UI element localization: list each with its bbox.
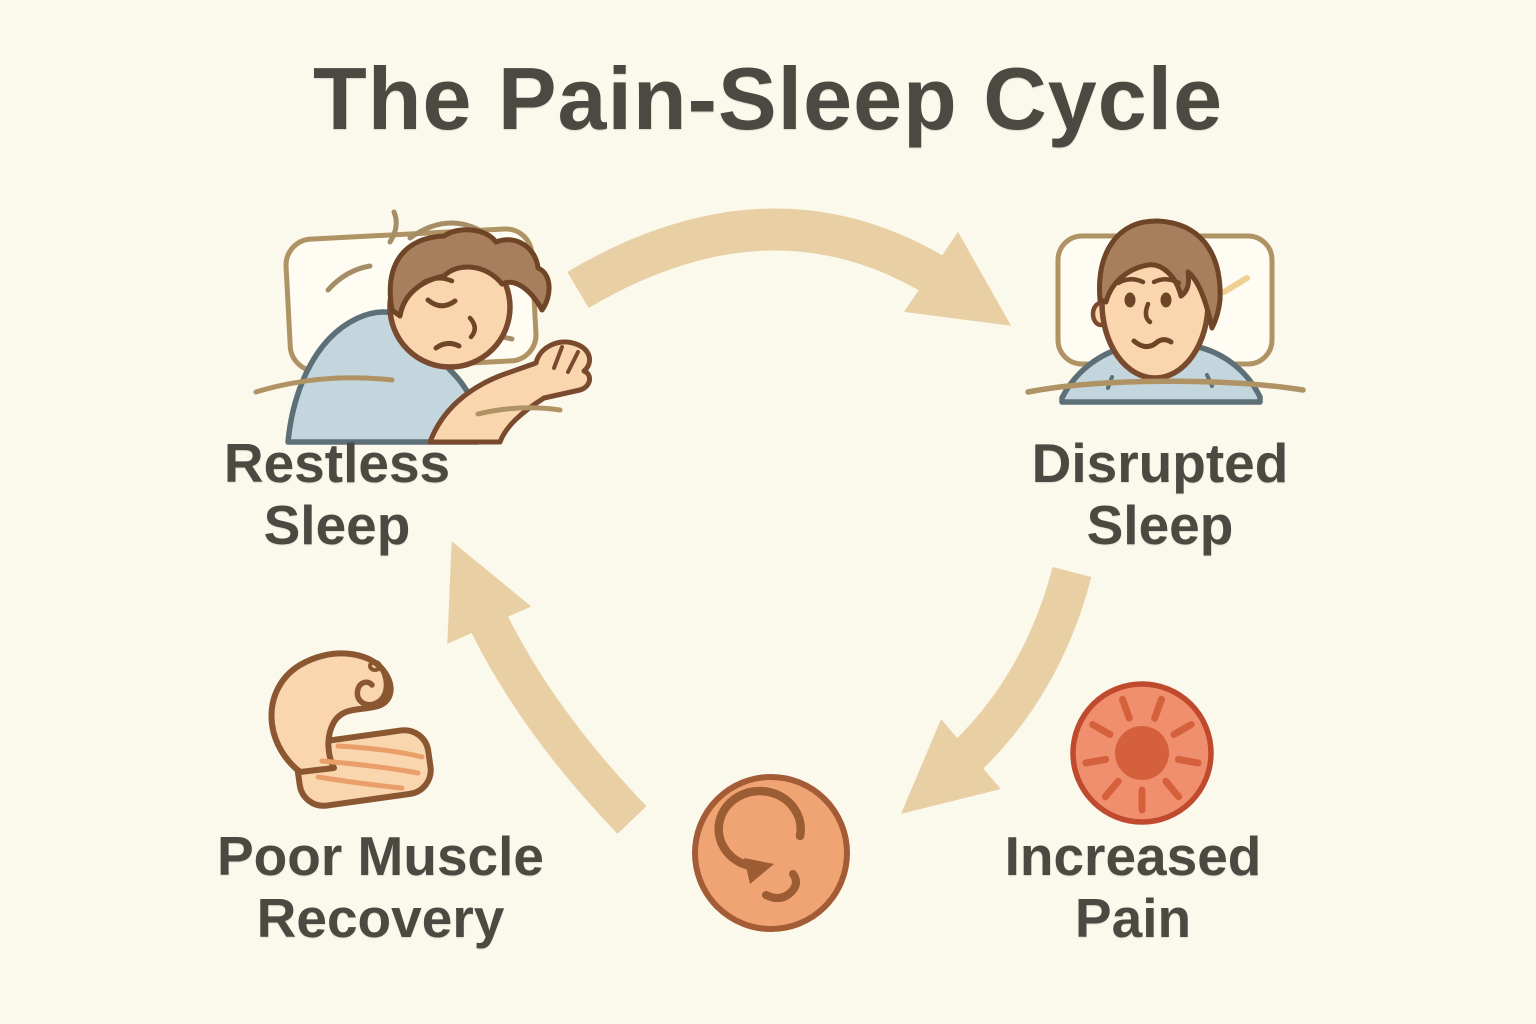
cycle-arrows [447, 208, 1092, 834]
page-title: The Pain-Sleep Cycle [312, 49, 1224, 148]
label-line: Poor Muscle [216, 825, 545, 887]
accent-line [1221, 275, 1250, 295]
label-line: Restless [223, 432, 451, 494]
left-eyebrow [1115, 277, 1146, 286]
label-line: Sleep [1086, 493, 1234, 556]
muscle-striations [315, 743, 425, 791]
right-eyebrow [1151, 277, 1182, 286]
label-line: Increased [1004, 825, 1262, 887]
label-disrupted-sleep: Disrupted Sleep [960, 432, 1360, 556]
label-poor-muscle-recovery: Poor Muscle Recovery [128, 825, 633, 949]
arrow-muscle-to-restless-icon [447, 541, 647, 834]
cycle-refresh-icon [692, 774, 850, 932]
cycle-arrow-head [744, 858, 774, 884]
cycle-small-arc [762, 870, 800, 903]
pain-sun-core [1115, 726, 1169, 780]
sleeper-fingers [552, 345, 580, 374]
sleeper-hair [387, 227, 552, 319]
awake-frown-mouth [1131, 337, 1174, 349]
awake-worried-person-in-bed-icon [1025, 218, 1306, 405]
arrow-restless-to-disrupted-icon [567, 208, 1012, 326]
blanket-line [253, 375, 395, 395]
awake-hair [1097, 218, 1223, 331]
awake-nose [1143, 301, 1153, 325]
sleeper-arm [427, 339, 593, 445]
label-line: Pain [1074, 886, 1192, 949]
blanket-line [475, 405, 563, 417]
fist-curl [354, 667, 390, 708]
sleeper-frown-mouth [433, 340, 462, 351]
sleeping-person-in-bed-icon [253, 209, 593, 445]
flexed-arm-icon [268, 650, 434, 809]
cycle-circle [692, 774, 850, 932]
pain-burst-icon [1070, 681, 1214, 825]
label-increased-pain: Increased Pain [933, 825, 1333, 949]
arrow-disrupted-to-pain-icon [901, 566, 1092, 814]
right-eye [1160, 292, 1172, 308]
motion-line [325, 263, 373, 293]
label-line: Recovery [256, 886, 505, 949]
left-eye [1124, 292, 1136, 308]
sleeper-closed-eye [425, 297, 458, 309]
label-line: Sleep [263, 493, 411, 556]
label-restless-sleep: Restless Sleep [137, 432, 537, 556]
label-line: Disrupted [1031, 432, 1289, 494]
knuckle-dot [368, 660, 382, 672]
sleeper-eyebrow [421, 276, 455, 285]
motion-line [387, 209, 399, 245]
sleeper-nose [467, 315, 477, 340]
pain-sun-rays [1082, 695, 1202, 814]
blanket-line [1025, 378, 1306, 395]
cycle-arrow-arc [714, 786, 805, 871]
